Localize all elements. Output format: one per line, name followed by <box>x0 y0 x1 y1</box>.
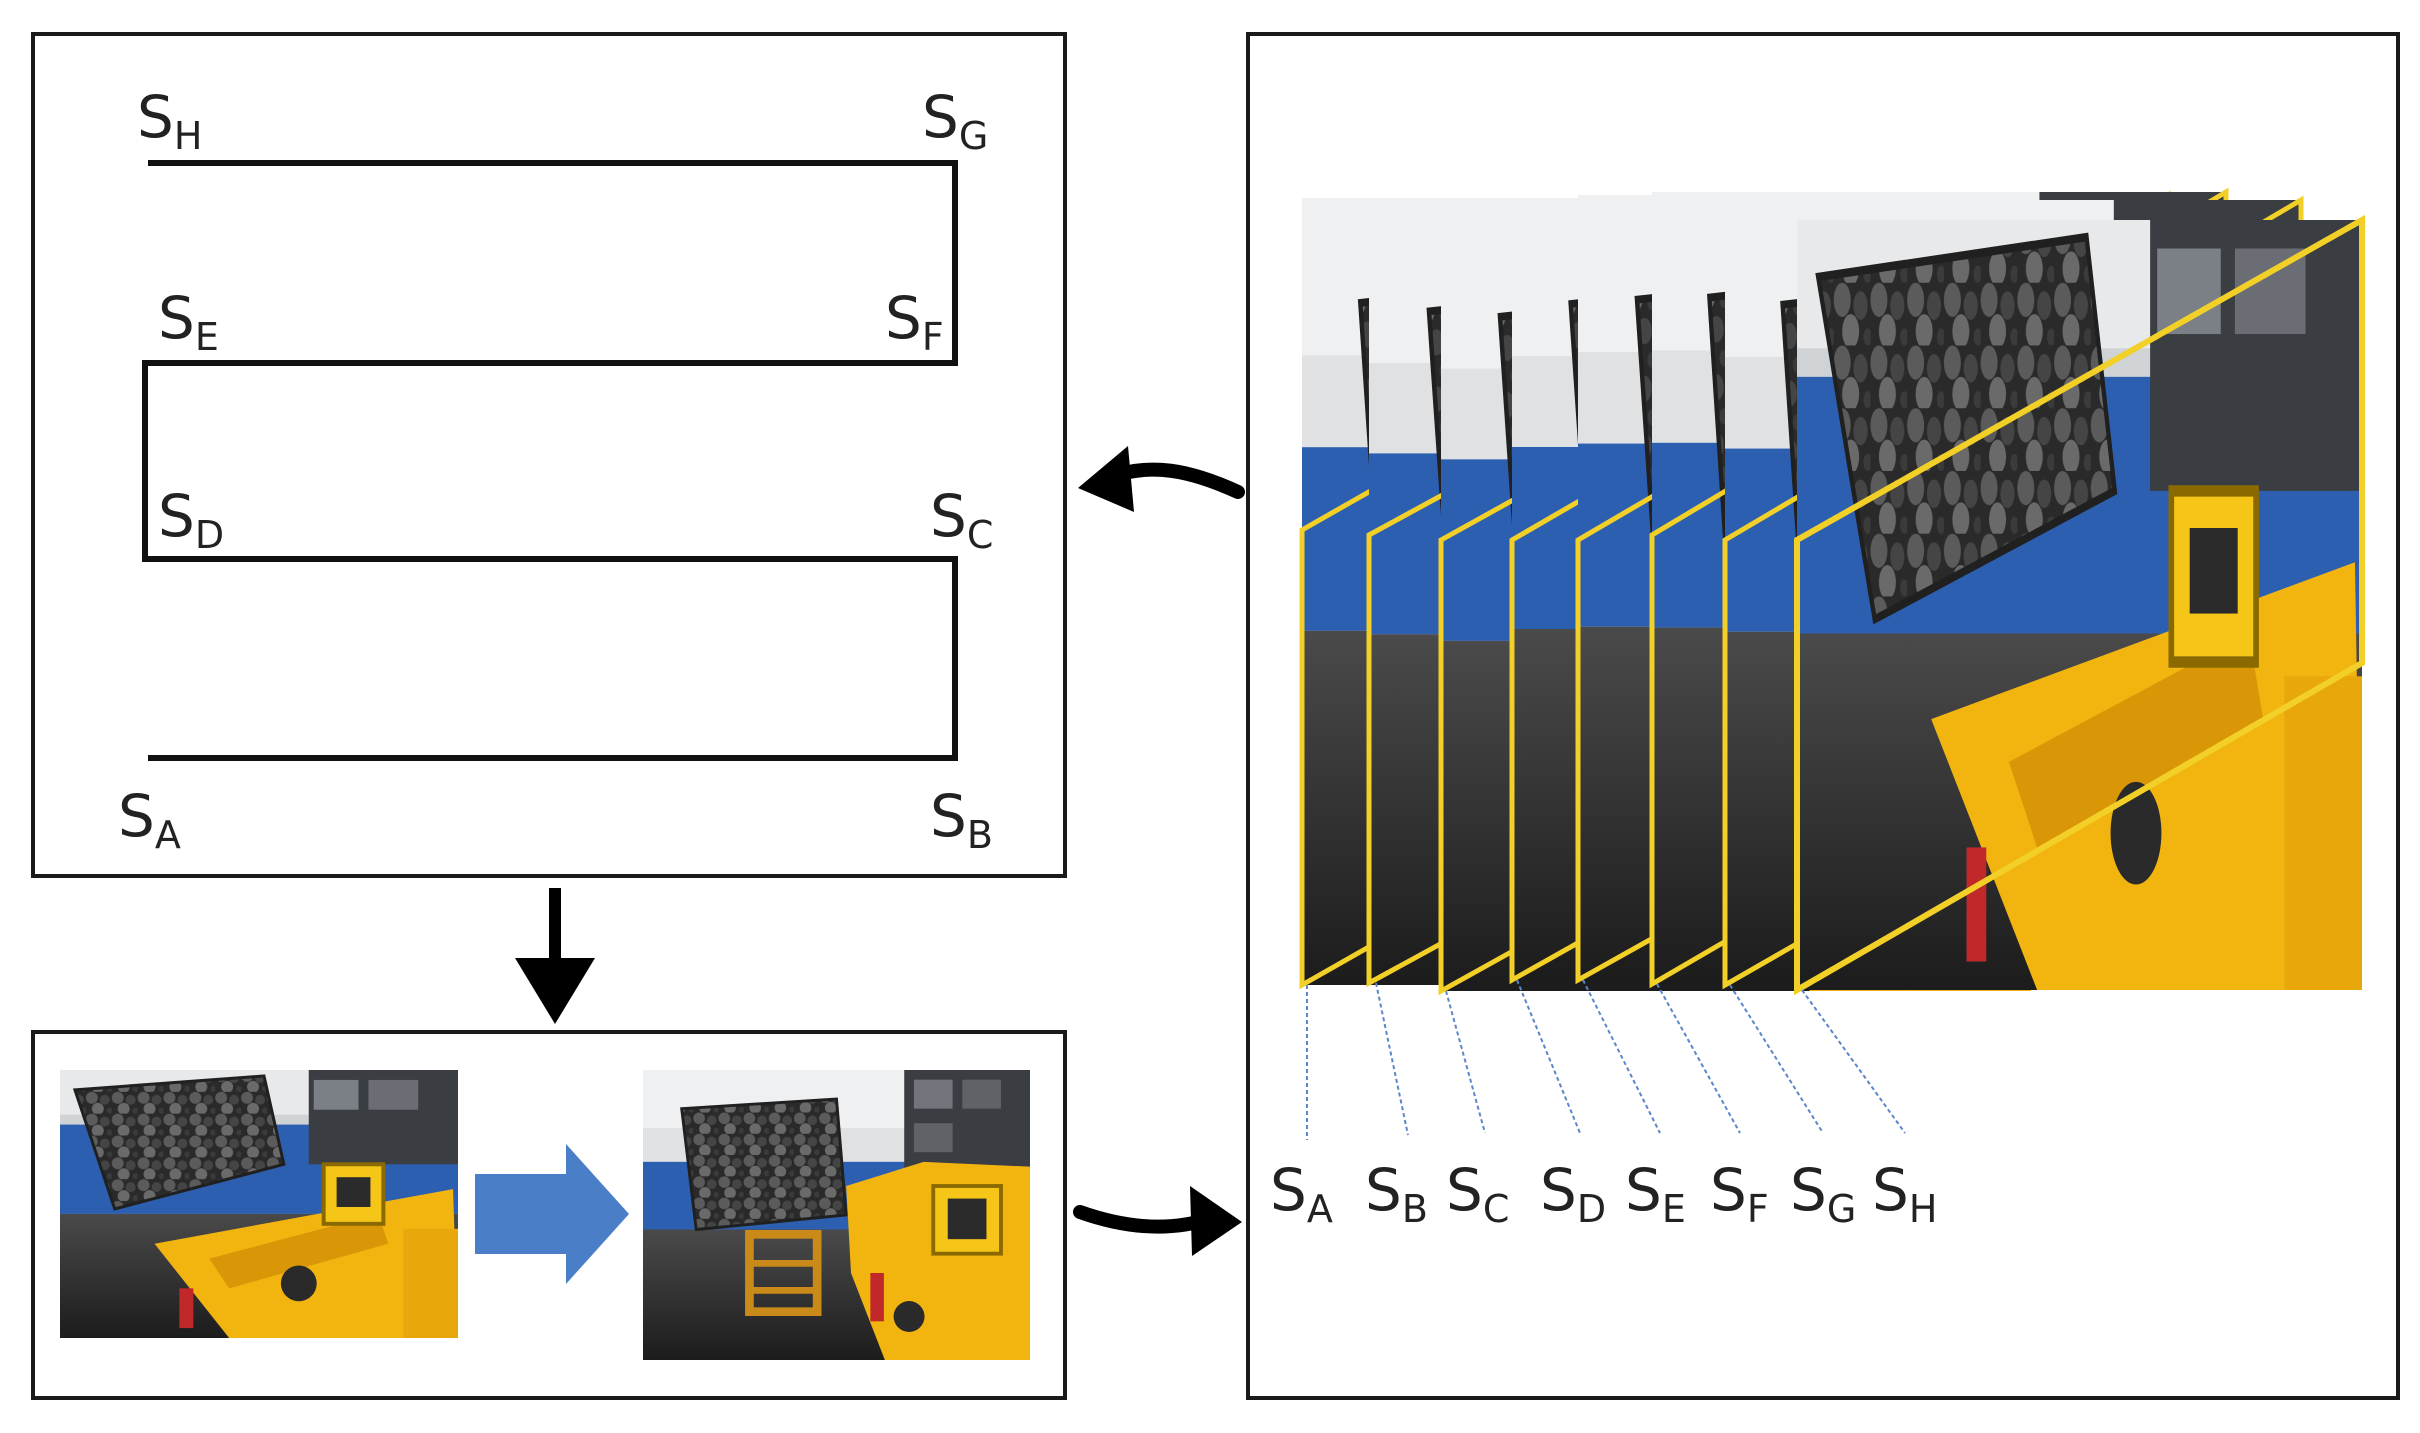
label-s-d: SD <box>158 482 224 557</box>
curved-arrow-left-icon <box>1078 446 1245 512</box>
frame-label-s-f: SF <box>1710 1156 1769 1231</box>
frame-label-s-b: SB <box>1365 1156 1428 1231</box>
leader-lines <box>1306 979 1906 1140</box>
label-s-f: SF <box>885 284 944 359</box>
frame-label-s-a: SA <box>1270 1156 1333 1231</box>
frame-label-s-g: SG <box>1790 1156 1856 1231</box>
label-s-e: SE <box>158 284 219 359</box>
right-arrow-icon <box>475 1144 629 1284</box>
frame-label-s-e: SE <box>1625 1156 1686 1231</box>
photo-before <box>60 1070 458 1338</box>
frame-s-h <box>1794 214 2365 996</box>
frame-label-s-h: SH <box>1872 1156 1937 1231</box>
frame-label-s-d: SD <box>1540 1156 1606 1231</box>
down-arrow-icon <box>515 888 595 1024</box>
label-s-g: SG <box>922 83 988 158</box>
snake-trajectory <box>142 160 958 761</box>
label-s-c: SC <box>930 482 993 557</box>
photo-after <box>643 1070 1030 1360</box>
path-panel <box>31 32 1067 878</box>
frame-label-s-c: SC <box>1446 1156 1509 1231</box>
curved-arrow-right-icon <box>1073 1186 1242 1256</box>
label-s-a: SA <box>118 782 181 857</box>
label-s-b: SB <box>930 782 993 857</box>
frame-stack <box>1299 187 2365 996</box>
label-s-h: SH <box>137 83 202 158</box>
